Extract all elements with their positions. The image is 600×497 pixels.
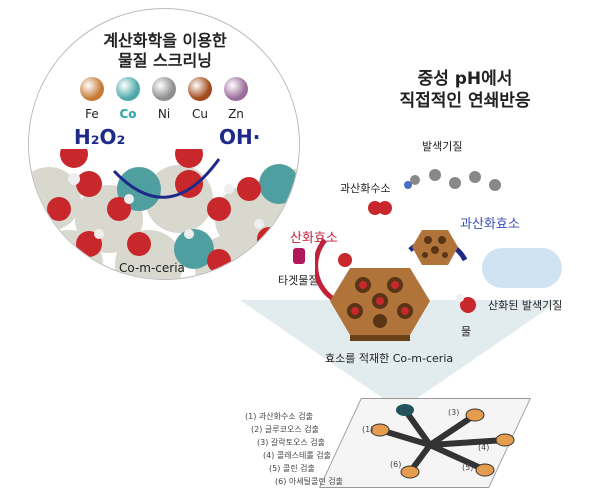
element-label: Fe: [85, 107, 99, 121]
enzyme-loaded-label: 효소를 적재한 Co-m-ceria: [325, 352, 454, 365]
title-line: 직접적인 연쇄반응: [399, 91, 531, 111]
title-line: 중성 pH에서: [417, 69, 513, 89]
enzyme-loaded-hexagon: [330, 268, 430, 341]
element-label: Ni: [157, 107, 171, 121]
element-label: Zn: [228, 107, 244, 121]
element-cu: Cu: [187, 77, 213, 121]
element-co: Co: [115, 77, 141, 121]
title-line: 물질 스크리닝: [118, 51, 212, 70]
cascade-title: 중성 pH에서 직접적인 연쇄반응: [350, 68, 580, 112]
peroxidase-hexagon: [412, 230, 458, 265]
water-molecule: [456, 294, 476, 313]
detection-item: (3) 갈락토오스 검출: [257, 438, 325, 447]
co-m-ceria-label: Co-m-ceria: [119, 261, 185, 275]
detection-item: (1) 과산화수소 검출: [245, 412, 313, 421]
oxidized-substrate-molecule: [482, 248, 562, 288]
detection-item: (5) 콜린 검출: [269, 464, 315, 473]
detection-item: (2) 글루코오스 검출: [251, 425, 319, 434]
ceria-surface: [29, 149, 299, 279]
screening-circle: 계산화학을 이용한 물질 스크리닝 Fe Co Ni Cu Zn H₂O₂ OH· Co…: [28, 8, 300, 280]
title-line: 계산화학을 이용한: [103, 31, 227, 50]
peroxidase-label: 과산화효소: [460, 217, 520, 232]
chromogenic-substrate-label: 발색기질: [422, 140, 463, 153]
detection-item: (6) 아세틸콜린 검출: [275, 477, 343, 486]
h2o2-molecule: [368, 201, 392, 215]
oxidized-substrate-label: 산화된 발색기질: [488, 299, 563, 312]
element-ball-icon: [116, 77, 140, 101]
target-label: 타겟물질: [278, 274, 319, 287]
element-ball-icon: [224, 77, 248, 101]
detection-list: (1) 과산화수소 검출 (2) 글루코오스 검출 (3) 갈락토오스 검출 (4) …: [245, 410, 343, 488]
screening-title: 계산화학을 이용한 물질 스크리닝: [29, 31, 299, 71]
h2o2-label: H₂O₂: [74, 125, 126, 149]
element-label: Cu: [192, 107, 208, 121]
substrate-molecule: [404, 169, 501, 191]
element-fe: Fe: [79, 77, 105, 121]
port-label: (4): [478, 443, 490, 452]
port-label: (6): [390, 460, 402, 469]
element-ball-icon: [80, 77, 104, 101]
target-substance-icon: [293, 248, 305, 264]
hydrogen-peroxide-label: 과산화수소: [340, 182, 391, 195]
element-label: Co: [119, 107, 137, 121]
detection-item: (4) 콜레스테롤 검출: [263, 451, 331, 460]
water-label: 물: [461, 325, 472, 338]
oh-radical-label: OH·: [219, 125, 261, 149]
port-label: (2): [398, 406, 410, 415]
port-label: (1): [362, 425, 374, 434]
element-ball-icon: [188, 77, 212, 101]
element-ni: Ni: [151, 77, 177, 121]
port-label: (3): [448, 408, 460, 417]
element-ball-icon: [152, 77, 176, 101]
port-label: (5): [462, 463, 474, 472]
element-row: Fe Co Ni Cu Zn: [79, 77, 249, 121]
chip-channels: [370, 404, 515, 479]
element-zn: Zn: [223, 77, 249, 121]
